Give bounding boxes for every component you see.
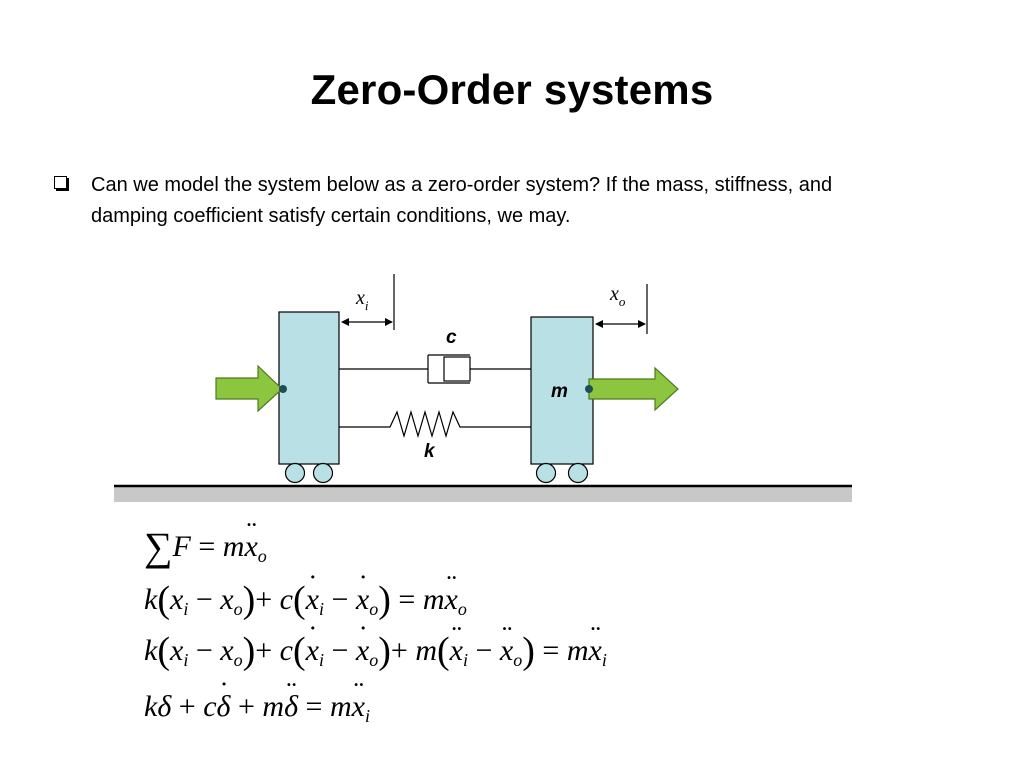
mass-block-wheel-left (535, 462, 557, 484)
input-block-wheel-right (312, 462, 334, 484)
input-force-arrow (215, 364, 283, 413)
slide-title: Zero-Order systems (310, 66, 714, 113)
mass-label: m (551, 381, 568, 402)
input-block-wheel-left (284, 462, 306, 484)
spring-label: k (424, 441, 436, 462)
spring (339, 409, 531, 439)
mass-block (530, 316, 594, 465)
output-force-arrow (588, 366, 679, 412)
xo-label: xo (609, 283, 626, 309)
damper-label: c (446, 327, 457, 348)
ground-surface (114, 486, 852, 502)
input-block (278, 311, 340, 465)
bullet-text: Can we model the system below as a zero-… (91, 174, 833, 227)
xi-label: xi (355, 287, 369, 313)
output-attachment-dot (585, 385, 593, 393)
checkbox-bullet-icon (54, 176, 67, 189)
input-attachment-dot (279, 385, 287, 393)
mass-block-wheel-right (567, 462, 589, 484)
damper (339, 354, 531, 384)
